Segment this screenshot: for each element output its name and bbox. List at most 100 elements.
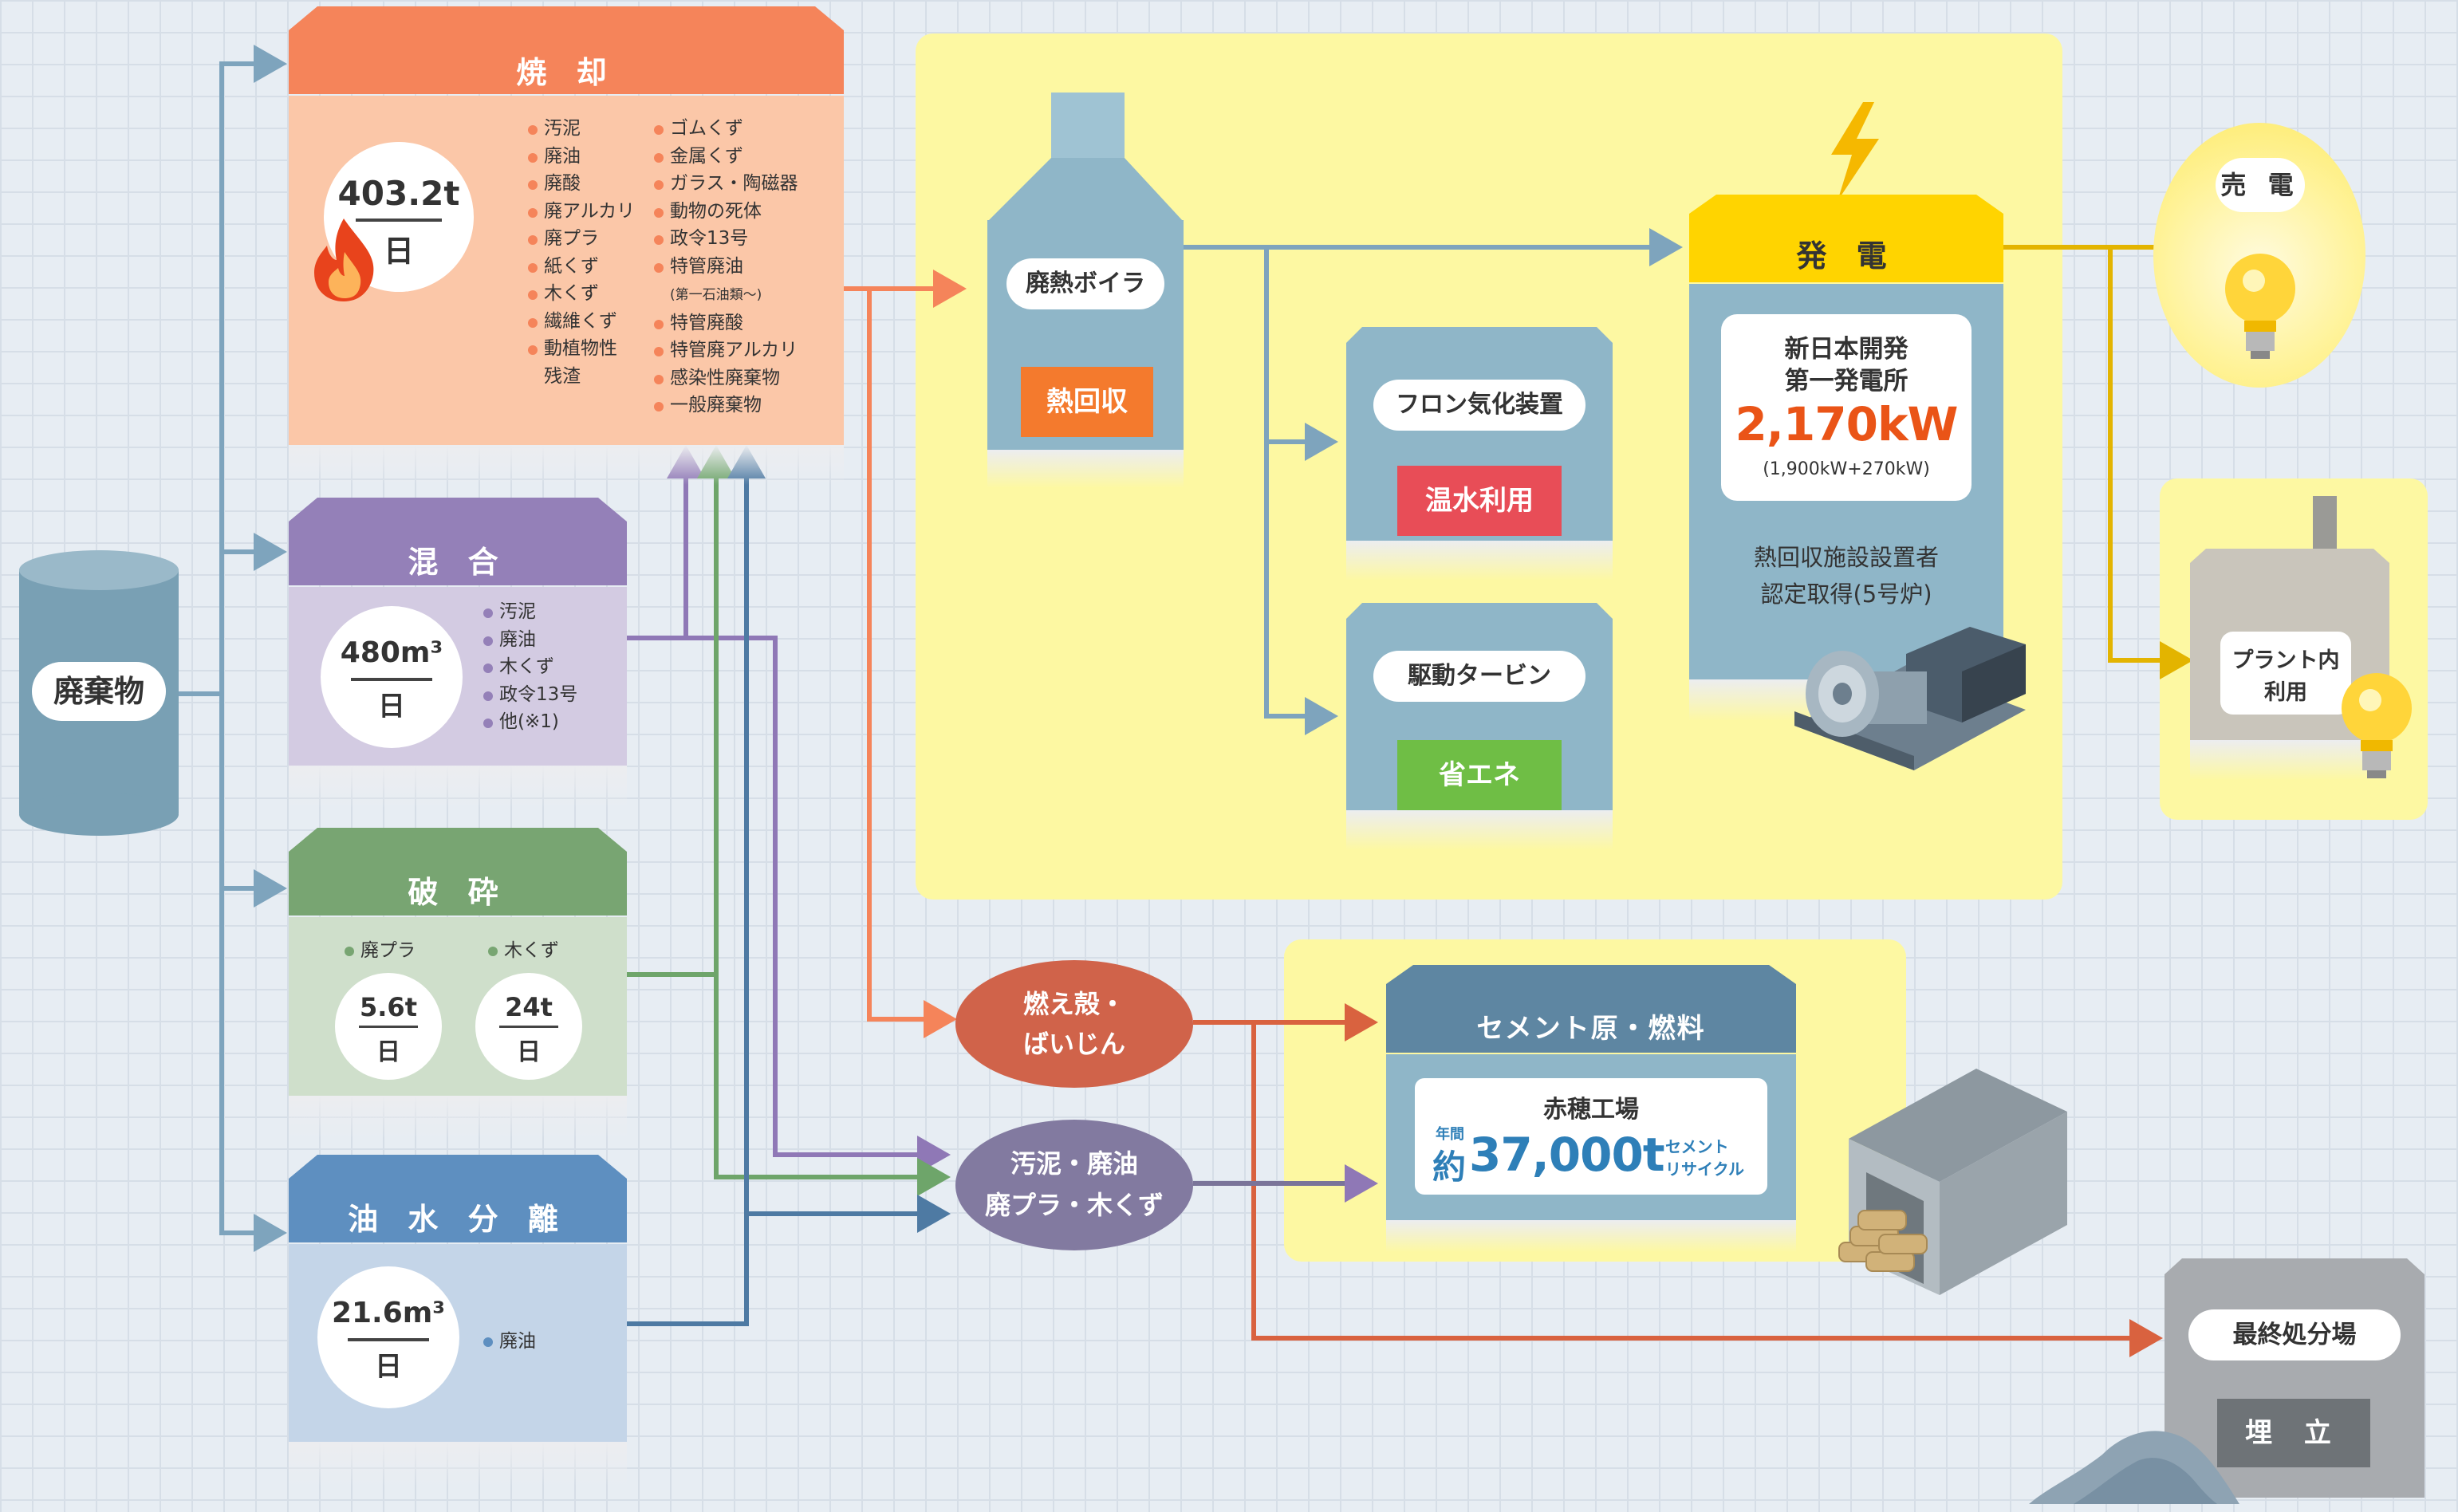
bullet-dot: [654, 402, 664, 411]
cement-period: 年間: [1436, 1126, 1464, 1143]
list-item: 特管廃酸: [654, 309, 798, 337]
power-plant-card: 新日本開発 第一発電所 2,170kW (1,900kW+270kW): [1721, 314, 1972, 501]
list-item: 金属くず: [654, 143, 798, 171]
list-item: 感染性廃棄物: [654, 364, 798, 392]
crushing-capacity-2: 24t 日: [475, 973, 582, 1080]
light-bulb-icon: [2225, 254, 2295, 359]
cement-suffix1: セメント: [1665, 1137, 1729, 1156]
power-note-line1: 熱回収施設設置者: [1753, 544, 1939, 571]
power-generation: 発 電 新日本開発 第一発電所 2,170kW (1,900kW+270kW) …: [1689, 195, 2003, 721]
power-title: 発 電: [1796, 238, 1897, 274]
list-item: 廃酸: [528, 170, 635, 198]
cement-facility: セメント原・燃料 赤穂工場 年間 約 37,000t セメント リサイクル: [1386, 965, 1796, 1252]
bullet-dot: [528, 345, 538, 355]
bullet-dot: [654, 125, 664, 135]
cement-title: セメント原・燃料: [1476, 1013, 1706, 1045]
power-output-detail: (1,900kW+270kW): [1763, 459, 1930, 479]
incineration-title: 焼 却: [516, 55, 616, 90]
bullet-dot: [483, 691, 493, 701]
waste-cylinder: 廃棄物: [19, 550, 179, 837]
bullet-dot: [483, 636, 493, 646]
bullet-dot: [528, 207, 538, 218]
cement-card: 赤穂工場 年間 約 37,000t セメント リサイクル: [1415, 1078, 1767, 1195]
oil-water-item: 廃油: [483, 1325, 536, 1353]
list-item: 繊維くず: [528, 308, 635, 336]
list-item: 残渣: [544, 365, 581, 387]
freon-label: フロン気化装置: [1373, 380, 1585, 431]
crushing-facility: 破 砕 廃プラ 木くず 5.6t 日 24t 日: [289, 828, 627, 1139]
landfill-tag: 埋 立: [2217, 1399, 2370, 1467]
turbine-generator-icon: [1794, 627, 2026, 770]
boiler-label: 廃熱ボイラ: [1006, 258, 1164, 309]
list-item: 汚泥: [528, 115, 635, 143]
plant-name-line1: 新日本開発: [1784, 335, 1908, 364]
lightning-icon: [1831, 102, 1879, 201]
power-note-line2: 認定取得(5号炉): [1760, 581, 1932, 608]
list-item: 他(※1): [483, 708, 577, 736]
ash-line2: ばいじん: [1022, 1029, 1125, 1059]
incineration-roof: [289, 6, 844, 94]
crushing-title: 破 砕: [408, 875, 508, 910]
ash-output: 燃え殻・ ばいじん: [955, 960, 1193, 1088]
boiler-tag: 熱回収: [1021, 367, 1153, 437]
cement-factory: 赤穂工場: [1543, 1096, 1639, 1124]
sell-label: 売 電: [2219, 161, 2302, 209]
oil-water-facility: 油 水 分 離 21.6m³ 日 廃油: [289, 1155, 627, 1490]
incineration-facility: 焼 却 403.2t 日 汚泥廃油廃酸廃アルカリ廃プラ紙くず木くず繊維くず動植物…: [289, 6, 844, 485]
bullet-dot: [483, 608, 493, 618]
list-item: 廃プラ: [528, 225, 635, 253]
bullet-dot: [528, 235, 538, 245]
mixing-list: 汚泥廃油木くず政令13号他(※1): [483, 598, 577, 736]
cement-amount: 37,000t: [1469, 1128, 1665, 1182]
list-item: 廃油: [528, 143, 635, 171]
recycle-line1: 汚泥・廃油: [1010, 1148, 1138, 1179]
list-item: 廃アルカリ: [528, 198, 635, 226]
light-bulb-icon-2: [2342, 673, 2412, 778]
list-item: 木くず: [483, 653, 577, 681]
bullet-dot: [654, 262, 664, 273]
plant-name-line2: 第一発電所: [1784, 367, 1908, 396]
crushing-item-1: 廃プラ: [345, 935, 416, 962]
freon-tag: 温水利用: [1397, 466, 1562, 536]
list-item: 動物の死体: [654, 198, 798, 226]
bullet-dot: [654, 180, 664, 190]
cement-suffix2: リサイクル: [1665, 1160, 1744, 1179]
list-item: 廃油: [483, 626, 577, 654]
bullet-dot: [528, 180, 538, 190]
bullet-dot: [654, 207, 664, 218]
list-item: (第一石油類～): [670, 287, 762, 303]
bullet-dot: [483, 719, 493, 728]
sell-electricity: 売 電: [2153, 123, 2365, 388]
incineration-list-1: 汚泥廃油廃酸廃アルカリ廃プラ紙くず木くず繊維くず動植物性残渣: [528, 115, 635, 390]
list-item: 一般廃棄物: [654, 392, 798, 419]
plant-internal-use: プラント内 利用: [2190, 496, 2412, 780]
bullet-dot: [654, 374, 664, 384]
turbine-label: 駆動タービン: [1373, 651, 1585, 702]
list-item: 政令13号: [483, 681, 577, 709]
crushing-capacity-1: 5.6t 日: [335, 973, 442, 1080]
list-item: 政令13号: [654, 225, 798, 253]
recycle-line2: 廃プラ・木くず: [984, 1190, 1164, 1220]
oil-water-capacity: 21.6m³ 日: [317, 1266, 459, 1408]
ash-line1: 燃え殻・: [1022, 989, 1125, 1019]
list-item: 動植物性: [528, 335, 635, 363]
oil-water-title: 油 水 分 離: [348, 1202, 568, 1237]
bullet-dot: [528, 125, 538, 135]
bullet-dot: [528, 290, 538, 300]
list-item: 特管廃油: [654, 253, 798, 281]
flame-icon: [314, 219, 374, 301]
bullet-dot: [654, 347, 664, 356]
freon-vaporizer: フロン気化装置 温水利用: [1346, 327, 1613, 581]
drive-turbine: 駆動タービン 省エネ: [1346, 603, 1613, 860]
landfill-label: 最終処分場: [2188, 1309, 2401, 1360]
waste-label: 廃棄物: [32, 662, 166, 721]
mixing-capacity: 480m³ 日: [321, 606, 463, 748]
list-item: 特管廃アルカリ: [654, 337, 798, 364]
incineration-list-2: ゴムくず金属くずガラス・陶磁器動物の死体政令13号特管廃油(第一石油類～)特管廃…: [654, 115, 798, 419]
gravel-pile-icon: [2029, 1431, 2239, 1504]
bullet-dot: [528, 152, 538, 163]
plant-use-line2: 利用: [2264, 680, 2307, 705]
bullet-dot: [528, 262, 538, 273]
crushing-item-2: 木くず: [488, 935, 559, 962]
list-item: 紙くず: [528, 253, 635, 281]
